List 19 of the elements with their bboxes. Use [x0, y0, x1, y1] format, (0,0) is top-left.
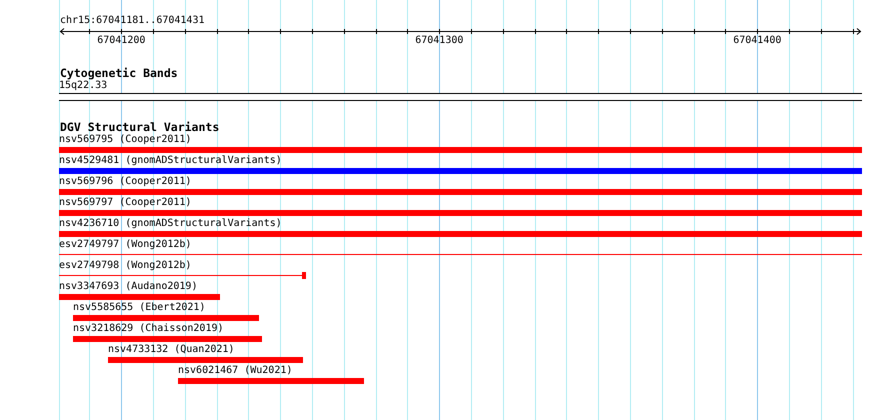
variant-label: nsv4733132 (Quan2021)	[108, 344, 234, 356]
tick-label: 67041400	[733, 35, 782, 47]
track-title: DGV Structural Variants	[60, 121, 220, 133]
variant-label: esv2749798 (Wong2012b)	[59, 260, 192, 272]
variant-label: nsv6021467 (Wu2021)	[178, 365, 292, 377]
variant-label: nsv4529481 (gnomADStructuralVariants)	[59, 155, 282, 167]
variant-label: nsv3218629 (Chaisson2019)	[73, 323, 224, 335]
location-label: chr15:67041181..67041431	[60, 15, 204, 27]
variant-label: nsv569795 (Cooper2011)	[59, 134, 192, 146]
tick-label: 67041200	[97, 35, 146, 47]
tick-label: 67041300	[415, 35, 464, 47]
band-label: 15q22.33	[59, 80, 108, 92]
variant-label: nsv5585655 (Ebert2021)	[73, 302, 206, 314]
variant-label: nsv3347693 (Audano2019)	[59, 281, 198, 293]
variant-label: nsv569796 (Cooper2011)	[59, 176, 192, 188]
variant-label: nsv569797 (Cooper2011)	[59, 197, 192, 209]
track-title: Cytogenetic Bands	[60, 67, 178, 79]
variant-label: esv2749797 (Wong2012b)	[59, 239, 192, 251]
variant-label: nsv4236710 (gnomADStructuralVariants)	[59, 218, 282, 230]
